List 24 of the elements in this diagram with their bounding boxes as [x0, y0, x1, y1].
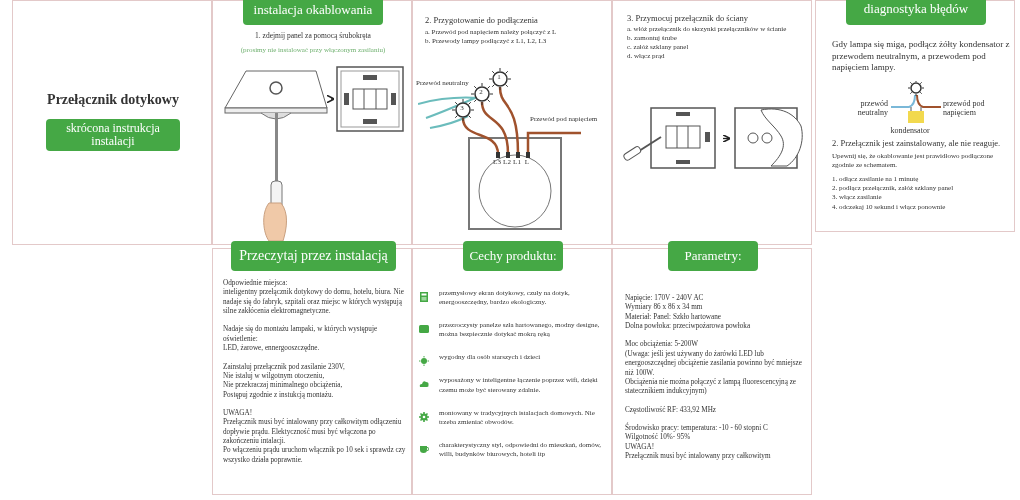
paragraph: 2. Przełącznik jest zainstalowany, ale nie reaguje. — [832, 138, 1002, 150]
paragraph: 3. Przymocuj przełącznik do ściany — [627, 13, 750, 25]
heading-banner: Cechy produktu: — [463, 241, 563, 271]
instruction-panel — [612, 0, 812, 245]
hand-panel-drawing — [731, 106, 806, 171]
paragraph: Gdy lampa się miga, podłącz żółty kondensator z przewodem neutralnym, a przewodem pod napięciem lampy. — [832, 39, 1011, 75]
heading-banner: Przeczytaj przez instalacją — [231, 241, 396, 271]
title-text: Przełącznik dotykowy — [46, 91, 180, 109]
wire-label: przewód pod napięciem — [943, 100, 986, 118]
arrow — [721, 133, 732, 144]
instruction-panel — [815, 0, 1015, 232]
cover-panel — [12, 0, 212, 245]
heading-banner: Parametry: — [668, 241, 758, 271]
wire-label: przewód neutralny — [856, 100, 888, 118]
backplate-drawing — [335, 65, 405, 133]
arrow — [325, 94, 336, 104]
capacitor-wiring-drawing — [891, 81, 941, 126]
heading-banner: instalacja okablowania — [243, 0, 383, 25]
subtitle-banner: skrócona instrukcja instalacji — [46, 119, 180, 151]
heading-banner: diagnostyka błędów — [846, 0, 986, 25]
instruction-panel — [412, 0, 612, 245]
paragraph: 2. Przygotowanie do podłączenia — [425, 15, 539, 27]
component-label: kondensator — [889, 127, 931, 136]
instruction-panel — [212, 0, 412, 245]
